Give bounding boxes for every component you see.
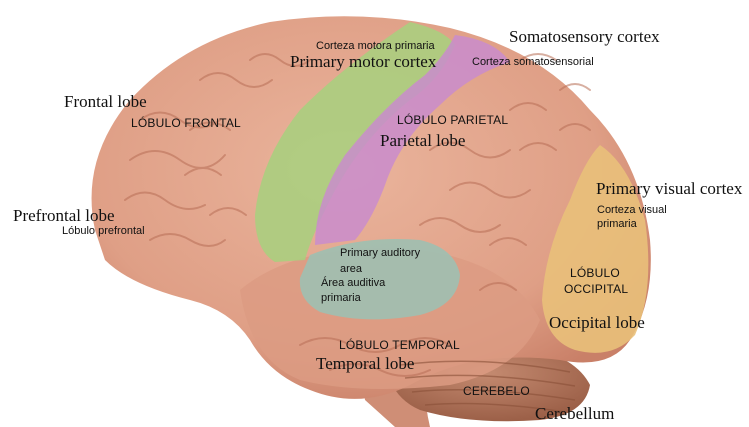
label-corteza-somatosensorial: Corteza somatosensorial xyxy=(472,56,594,68)
label-cerebelo: CEREBELO xyxy=(463,384,530,398)
label-area-auditiva: Área auditiva xyxy=(321,277,386,289)
label-area-auditiva-primaria: primaria xyxy=(321,292,361,304)
label-lobulo-parietal: LÓBULO PARIETAL xyxy=(397,113,509,127)
label-corteza-visual: Corteza visual xyxy=(597,204,667,216)
label-primary-auditory: Primary auditory xyxy=(340,247,421,259)
label-lobulo-occipital-line2: OCCIPITAL xyxy=(564,282,629,296)
label-parietal-lobe: Parietal lobe xyxy=(380,131,466,150)
label-lobulo-temporal: LÓBULO TEMPORAL xyxy=(339,338,460,352)
label-corteza-visual-primaria: primaria xyxy=(597,218,637,230)
visual-cortex-region xyxy=(542,145,649,353)
label-somatosensory-cortex: Somatosensory cortex xyxy=(509,27,660,46)
label-cerebellum: Cerebellum xyxy=(535,404,615,423)
label-frontal-lobe: Frontal lobe xyxy=(64,92,147,111)
label-lobulo-prefrontal: Lóbulo prefrontal xyxy=(62,225,145,237)
gyri-texture xyxy=(124,53,591,377)
label-primary-motor-cortex: Primary motor cortex xyxy=(290,52,437,71)
auditory-cortex-region xyxy=(299,239,460,320)
label-lobulo-frontal: LÓBULO FRONTAL xyxy=(131,116,241,130)
label-primary-visual-cortex: Primary visual cortex xyxy=(596,179,743,198)
label-corteza-motora-primaria: Corteza motora primaria xyxy=(316,40,435,52)
label-occipital-lobe: Occipital lobe xyxy=(549,313,645,332)
motor-cortex-region xyxy=(255,22,455,262)
somatosensory-cortex-region xyxy=(315,35,510,245)
label-lobulo-occipital-line1: LÓBULO xyxy=(570,266,620,280)
cerebellum-folia xyxy=(399,360,576,413)
label-prefrontal-lobe: Prefrontal lobe xyxy=(13,206,115,225)
label-temporal-lobe: Temporal lobe xyxy=(316,354,415,373)
label-area: area xyxy=(340,263,363,275)
